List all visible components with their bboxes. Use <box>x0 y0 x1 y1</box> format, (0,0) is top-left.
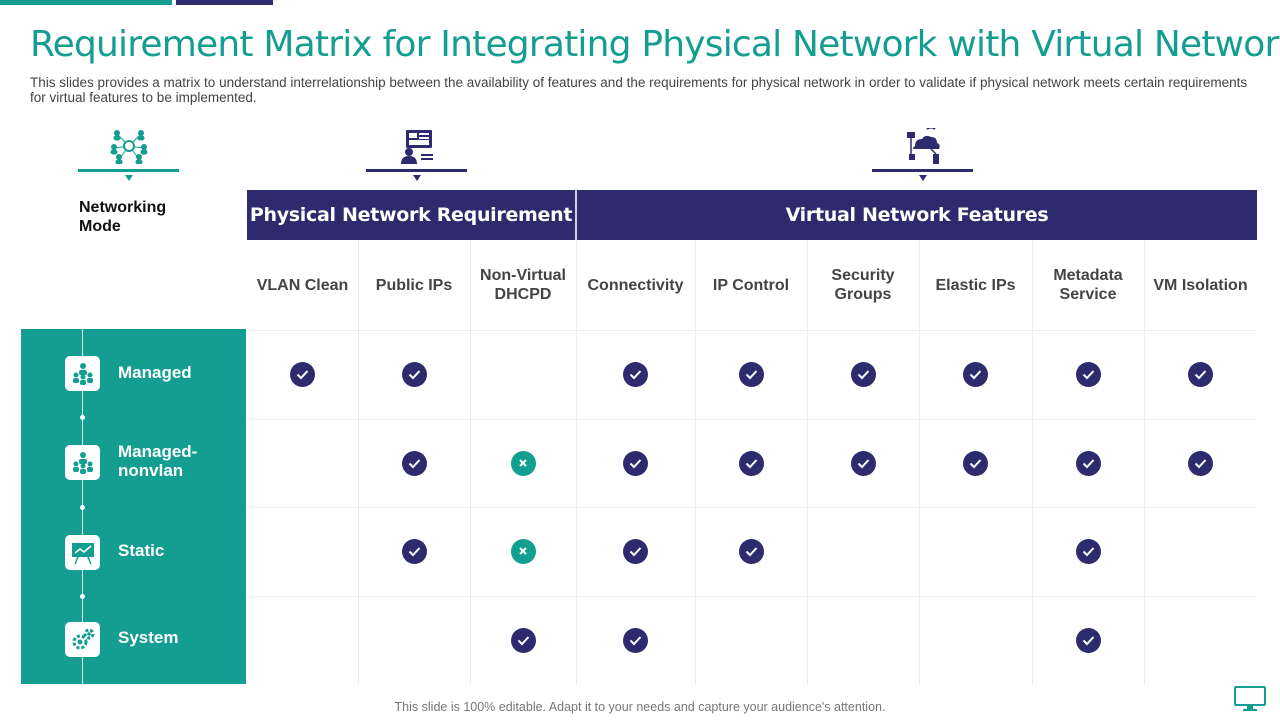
check-icon <box>1188 450 1213 476</box>
check-icon <box>850 361 876 387</box>
presentation-icon <box>65 535 100 570</box>
footer-note: This slide is 100% editable. Adapt it to… <box>394 700 886 714</box>
check-icon <box>738 361 764 387</box>
check-icon <box>623 627 648 653</box>
page-subtitle: This slides provides a matrix to underst… <box>30 75 1248 105</box>
network-people-icon <box>110 130 148 164</box>
grid-column-line <box>919 240 920 685</box>
check-icon <box>623 538 648 564</box>
check-icon <box>738 450 764 476</box>
grid-row-line <box>247 596 1257 597</box>
networking-mode-sidebar <box>21 329 246 684</box>
check-icon <box>850 450 876 476</box>
group-header-virtual: Virtual Network Features <box>577 190 1257 240</box>
column-header: Public IPs <box>375 276 453 294</box>
down-arrow-icon <box>919 175 927 181</box>
row-label-static: Static <box>118 541 165 560</box>
grid-column-line <box>470 240 471 685</box>
check-icon <box>963 450 988 476</box>
column-header: Non-Virtual DHCPD <box>480 267 566 303</box>
down-arrow-icon <box>125 175 133 181</box>
check-icon <box>623 361 648 387</box>
check-icon <box>1075 627 1101 653</box>
check-icon <box>623 450 648 476</box>
check-icon <box>1188 361 1213 387</box>
grid-column-line <box>1032 240 1033 685</box>
header-underline-virtual <box>872 169 973 172</box>
team-icon <box>65 445 100 480</box>
column-header: IP Control <box>712 276 790 294</box>
team-icon <box>65 356 100 391</box>
check-icon <box>401 361 427 387</box>
check-icon <box>1075 450 1101 476</box>
check-icon <box>1075 361 1101 387</box>
grid-row-line <box>247 419 1257 420</box>
group-header-physical: Physical Network Requirement <box>247 190 575 240</box>
column-header: Connectivity <box>587 276 684 294</box>
top-accent-bar-navy <box>176 0 273 5</box>
computer-analyst-icon <box>401 130 433 164</box>
header-underline-networking <box>78 169 179 172</box>
gears-icon <box>65 622 100 657</box>
row-label-system: System <box>118 628 179 647</box>
column-header: VLAN Clean <box>256 276 349 294</box>
grid-column-line <box>576 240 577 685</box>
column-header: Metadata Service <box>1053 267 1123 303</box>
cloud-network-icon <box>907 128 940 164</box>
cross-icon <box>510 538 536 564</box>
check-icon <box>1075 538 1101 564</box>
connector-dot <box>80 594 85 599</box>
check-icon <box>738 538 764 564</box>
grid-column-line <box>358 240 359 685</box>
top-accent-bar-teal <box>0 0 172 5</box>
grid-row-line <box>247 330 1257 331</box>
check-icon <box>290 361 315 387</box>
header-underline-physical <box>366 169 467 172</box>
page-title: Requirement Matrix for Integrating Physi… <box>30 24 1280 65</box>
connector-dot <box>80 415 85 420</box>
connector-dot <box>80 505 85 510</box>
column-header: Elastic IPs <box>935 276 1016 294</box>
column-header: VM Isolation <box>1153 276 1248 294</box>
monitor-icon <box>1234 686 1266 711</box>
check-icon <box>401 538 427 564</box>
down-arrow-icon <box>413 175 421 181</box>
group-divider <box>575 190 577 240</box>
grid-column-line <box>1144 240 1145 685</box>
networking-mode-label: Networking Mode <box>79 199 167 235</box>
grid-column-line <box>807 240 808 685</box>
grid-column-line <box>695 240 696 685</box>
check-icon <box>401 450 427 476</box>
row-label-managed: Managed <box>118 363 192 382</box>
column-header: Security Groups <box>831 267 895 303</box>
row-label-managed-nonvlan: Managed-nonvlan <box>118 442 198 480</box>
check-icon <box>510 627 536 653</box>
cross-icon <box>510 450 536 476</box>
grid-row-line <box>247 507 1257 508</box>
check-icon <box>963 361 988 387</box>
